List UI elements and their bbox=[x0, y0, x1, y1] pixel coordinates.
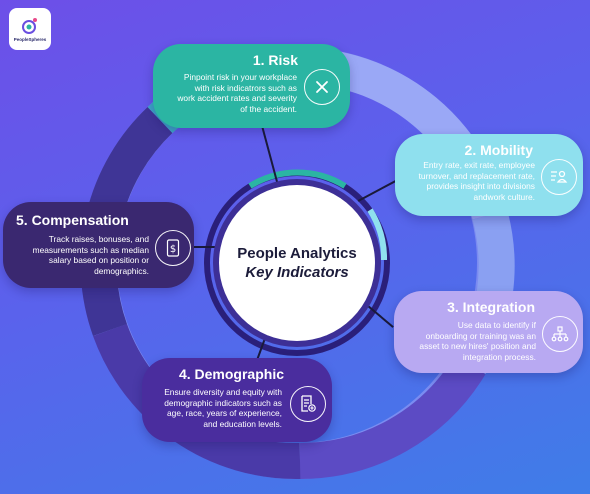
brand-logo-text: PeopleSpheres bbox=[13, 37, 47, 42]
document-add-icon bbox=[290, 386, 326, 422]
brand-logo-icon bbox=[22, 18, 37, 34]
center-subtitle: Key Indicators bbox=[245, 264, 349, 281]
card-mobility-title: 2. Mobility bbox=[464, 142, 533, 158]
center-hub: People Analytics Key Indicators bbox=[222, 188, 372, 338]
card-integration: 3. Integration Use data to identify if o… bbox=[394, 291, 583, 373]
org-chart-icon bbox=[542, 316, 578, 352]
card-risk: 1. Risk Pinpoint risk in your workplace … bbox=[153, 44, 350, 128]
card-risk-desc: Pinpoint risk in your workplace with ris… bbox=[177, 72, 297, 114]
card-compensation: 5. Compensation Track raises, bonuses, a… bbox=[3, 202, 194, 288]
card-integration-desc: Use data to identify if onboarding or tr… bbox=[419, 320, 536, 362]
card-demographic: 4. Demographic Ensure diversity and equi… bbox=[142, 358, 332, 442]
card-compensation-title: 5. Compensation bbox=[16, 212, 129, 228]
svg-text:$: $ bbox=[170, 244, 176, 255]
card-demographic-desc: Ensure diversity and equity with demogra… bbox=[164, 387, 282, 429]
card-mobility: 2. Mobility Entry rate, exit rate, emplo… bbox=[395, 134, 583, 216]
card-risk-title: 1. Risk bbox=[252, 52, 298, 68]
brand-logo: PeopleSpheres bbox=[9, 8, 51, 50]
card-mobility-desc: Entry rate, exit rate, employee turnover… bbox=[418, 160, 535, 202]
card-compensation-desc: Track raises, bonuses, and measurements … bbox=[32, 234, 149, 276]
card-demographic-title: 4. Demographic bbox=[178, 366, 284, 382]
x-circle-icon bbox=[304, 69, 340, 105]
card-integration-title: 3. Integration bbox=[447, 299, 535, 315]
dollar-receipt-icon: $ bbox=[155, 230, 191, 266]
center-title: People Analytics bbox=[237, 245, 357, 262]
user-list-icon bbox=[541, 159, 577, 195]
connector-compensation bbox=[194, 246, 226, 248]
